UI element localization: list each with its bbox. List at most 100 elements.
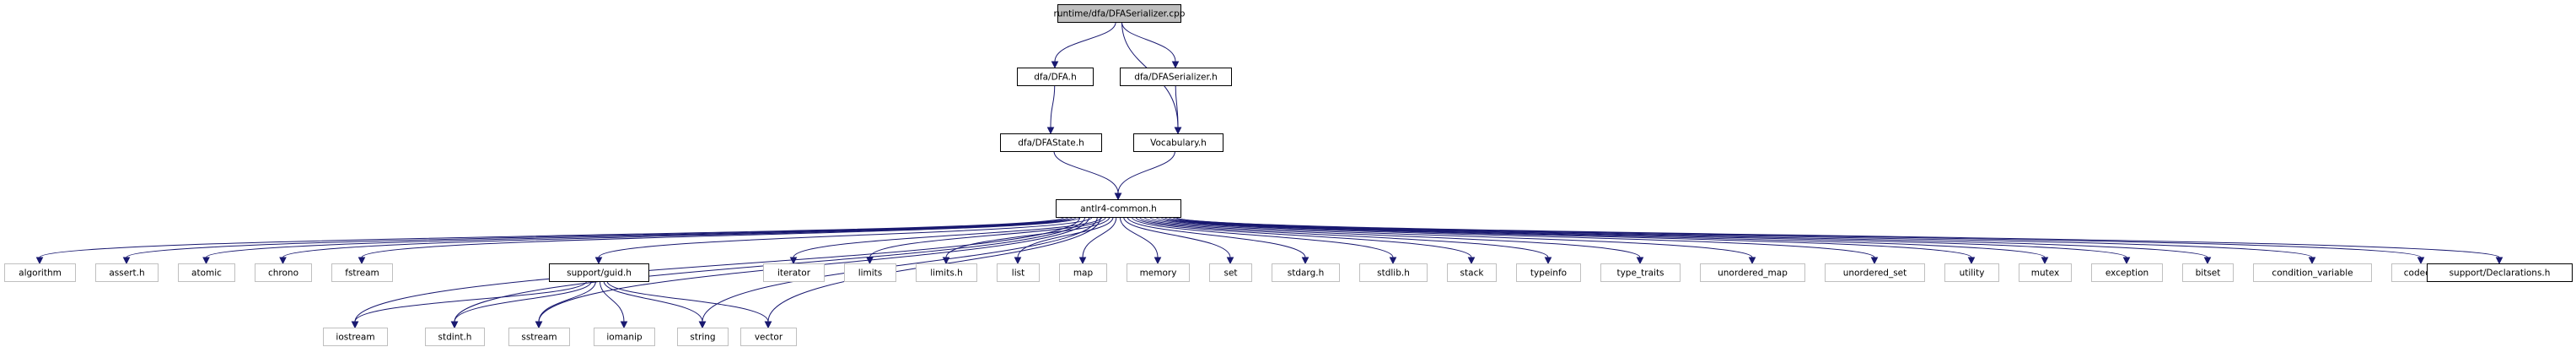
edge-dfaserh-to-vocab	[1174, 84, 1182, 135]
edge-arrowhead	[351, 321, 359, 329]
edge-arrowhead	[279, 257, 287, 265]
node-label: unordered_set	[1843, 268, 1907, 279]
node-label: iomanip	[606, 333, 643, 343]
edge-common-to-codecvt	[1175, 216, 2425, 265]
node-antlr4-common-h[interactable]: antlr4-common.h	[1056, 199, 1181, 218]
node-support-declarations-h[interactable]: support/Declarations.h	[2427, 263, 2573, 282]
node-box	[1600, 263, 1681, 282]
edge-line	[1050, 84, 1056, 128]
edge-common-to-guid	[594, 216, 1093, 265]
node-algorithm: algorithm	[4, 263, 76, 282]
edge-common-to-stdlibh	[1131, 216, 1397, 265]
edge-arrowhead	[450, 321, 459, 329]
node-box	[2019, 263, 2072, 282]
node-atomic: atomic	[178, 263, 235, 282]
node-label: algorithm	[19, 268, 62, 279]
node-mutex: mutex	[2019, 263, 2072, 282]
node-box	[997, 263, 1040, 282]
edge-line	[1135, 216, 1472, 258]
edge-guid-to-iostream	[351, 280, 588, 329]
node-label: map	[1073, 268, 1094, 279]
node-box	[1825, 263, 1925, 282]
edge-common-to-exception	[1168, 216, 2131, 265]
node-label: stack	[1460, 268, 1485, 279]
edge-arrowhead	[698, 321, 707, 329]
node-label: stdarg.h	[1288, 268, 1324, 279]
node-label: list	[1012, 268, 1024, 279]
node-box	[178, 263, 235, 282]
node-label: iostream	[336, 333, 374, 343]
node-vocabulary-h[interactable]: Vocabulary.h	[1133, 133, 1223, 152]
edge-guid-to-string	[603, 280, 707, 329]
edge-arrowhead	[1226, 257, 1234, 265]
node-label: unordered_map	[1718, 268, 1788, 279]
edge-line	[1131, 216, 1394, 258]
edge-common-to-iterator	[789, 216, 1103, 265]
edge-arrowhead	[358, 257, 366, 265]
edge-arrowhead	[1171, 61, 1180, 69]
node-string: string	[677, 328, 729, 346]
edge-line	[1121, 21, 1176, 62]
edge-line	[1175, 216, 2422, 258]
node-label: limits	[858, 268, 883, 279]
edge-line	[1164, 216, 2046, 258]
edge-line	[1139, 216, 1549, 258]
node-dfa-dfaserializer-h[interactable]: dfa/DFASerializer.h	[1120, 68, 1232, 86]
edge-common-to-limits	[866, 216, 1106, 265]
node-label: stdlib.h	[1377, 268, 1410, 279]
edge-common-to-utility	[1160, 216, 1976, 265]
node-box	[1056, 199, 1181, 218]
node-box	[677, 328, 729, 346]
edge-arrowhead	[2417, 257, 2425, 265]
edge-common-to-memory	[1119, 216, 1162, 265]
edge-arrowhead	[1154, 257, 1162, 265]
node-label: chrono	[268, 268, 298, 279]
node-box	[1209, 263, 1252, 282]
edge-common-to-asserth	[122, 216, 1069, 265]
edge-line	[600, 280, 625, 323]
node-support-guid-h[interactable]: support/guid.h	[549, 263, 649, 282]
edge-arrowhead	[1051, 61, 1059, 69]
node-label: support/guid.h	[567, 268, 632, 279]
node-label: support/Declarations.h	[2450, 268, 2551, 279]
edge-arrowhead	[202, 257, 210, 265]
node-box	[740, 328, 797, 346]
edge-arrowhead	[1389, 257, 1397, 265]
node-stdarg-h: stdarg.h	[1272, 263, 1340, 282]
edge-common-to-atomic	[202, 216, 1073, 265]
node-label: limits.h	[930, 268, 963, 279]
edge-line	[538, 280, 596, 323]
node-box	[95, 263, 159, 282]
node-unordered-map: unordered_map	[1700, 263, 1805, 282]
edge-arrowhead	[594, 257, 603, 265]
edge-line	[1123, 216, 1231, 258]
edge-line	[1175, 216, 2500, 258]
edge-arrowhead	[2203, 257, 2212, 265]
edge-arrowhead	[1078, 257, 1087, 265]
node-sstream: sstream	[508, 328, 570, 346]
node-box	[1359, 263, 1428, 282]
edge-common-to-chrono	[279, 216, 1077, 265]
edge-line	[1149, 216, 1753, 258]
node-box	[1000, 133, 1102, 152]
node-stdlib-h: stdlib.h	[1359, 263, 1428, 282]
edge-line	[1119, 216, 1159, 258]
node-fstream: fstream	[331, 263, 393, 282]
node-box	[549, 263, 649, 282]
edge-line	[702, 216, 1098, 323]
edge-common-to-unordered_map	[1149, 216, 1756, 265]
edge-line	[1143, 216, 1641, 258]
edge-arrowhead	[122, 257, 131, 265]
node-label: utility	[1960, 268, 1985, 279]
edge-arrowhead	[1748, 257, 1756, 265]
node-box	[844, 263, 896, 282]
node-dfa-dfastate-h[interactable]: dfa/DFAState.h	[1000, 133, 1102, 152]
node-box	[916, 263, 977, 282]
edge-line	[1117, 150, 1175, 194]
node-dfa-dfa-h[interactable]: dfa/DFA.h	[1017, 68, 1094, 86]
node-box	[2427, 263, 2573, 282]
node-type-traits: type_traits	[1600, 263, 1681, 282]
edge-common-to-set	[1123, 216, 1234, 265]
node-box	[508, 328, 570, 346]
